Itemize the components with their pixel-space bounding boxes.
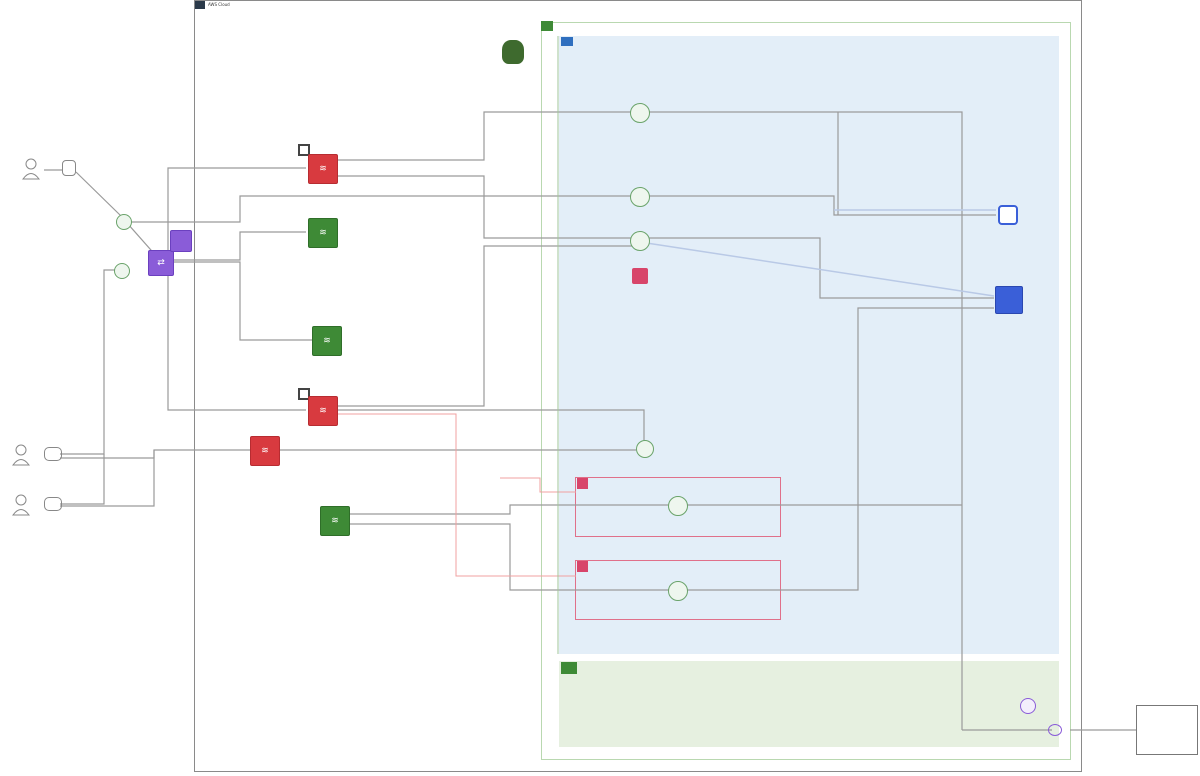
pink-small-icon [632,268,648,284]
gateway-a-icon [116,214,132,230]
vpc-icon [561,37,573,46]
sg1-endpoint-icon [668,496,688,516]
red-mid-icon: ≋ [308,396,338,426]
mascot-icon [502,40,524,64]
endpoint-top-icon [630,103,650,123]
red-mid-badge [298,388,310,400]
bottom-right-icon [1020,698,1036,714]
device-bottom-icon [44,497,62,511]
connector-purple-icon [1048,724,1062,736]
blue-square-1-icon [998,205,1018,225]
aws-cloud-frame [194,0,1082,772]
security-group-2-icon [577,561,588,572]
endpoint-3-icon [630,231,650,251]
sg2-endpoint-icon [668,581,688,601]
router-badge-icon [170,230,192,252]
green-top-icon: ≋ [308,218,338,248]
subnet-area [559,661,1059,747]
aws-cloud-icon [195,1,205,9]
green-mid-icon: ≋ [312,326,342,356]
endpoint-2-icon [630,187,650,207]
aws-cloud-label: AWS Cloud [208,2,230,7]
region-frame [541,22,1071,760]
router-icon: ⇄ [148,250,174,276]
user-top-icon [22,158,40,180]
security-group-1 [575,477,781,537]
blue-square-2-icon [995,286,1023,314]
region-icon [541,21,553,31]
red-left-icon: ≋ [250,436,280,466]
green-bottom-icon: ≋ [320,506,350,536]
user-mid-icon [12,444,30,466]
security-group-1-icon [577,478,588,489]
gateway-b-icon [114,263,130,279]
endpoint-mid-icon [636,440,654,458]
device-top-icon [62,160,76,176]
vpc-area [559,36,1059,654]
red-top-badge [298,144,310,156]
external-box [1136,705,1198,755]
subnet-icon [561,662,577,674]
user-bottom-icon [12,494,30,516]
device-mid-icon [44,447,62,461]
red-top-icon: ≋ [308,154,338,184]
